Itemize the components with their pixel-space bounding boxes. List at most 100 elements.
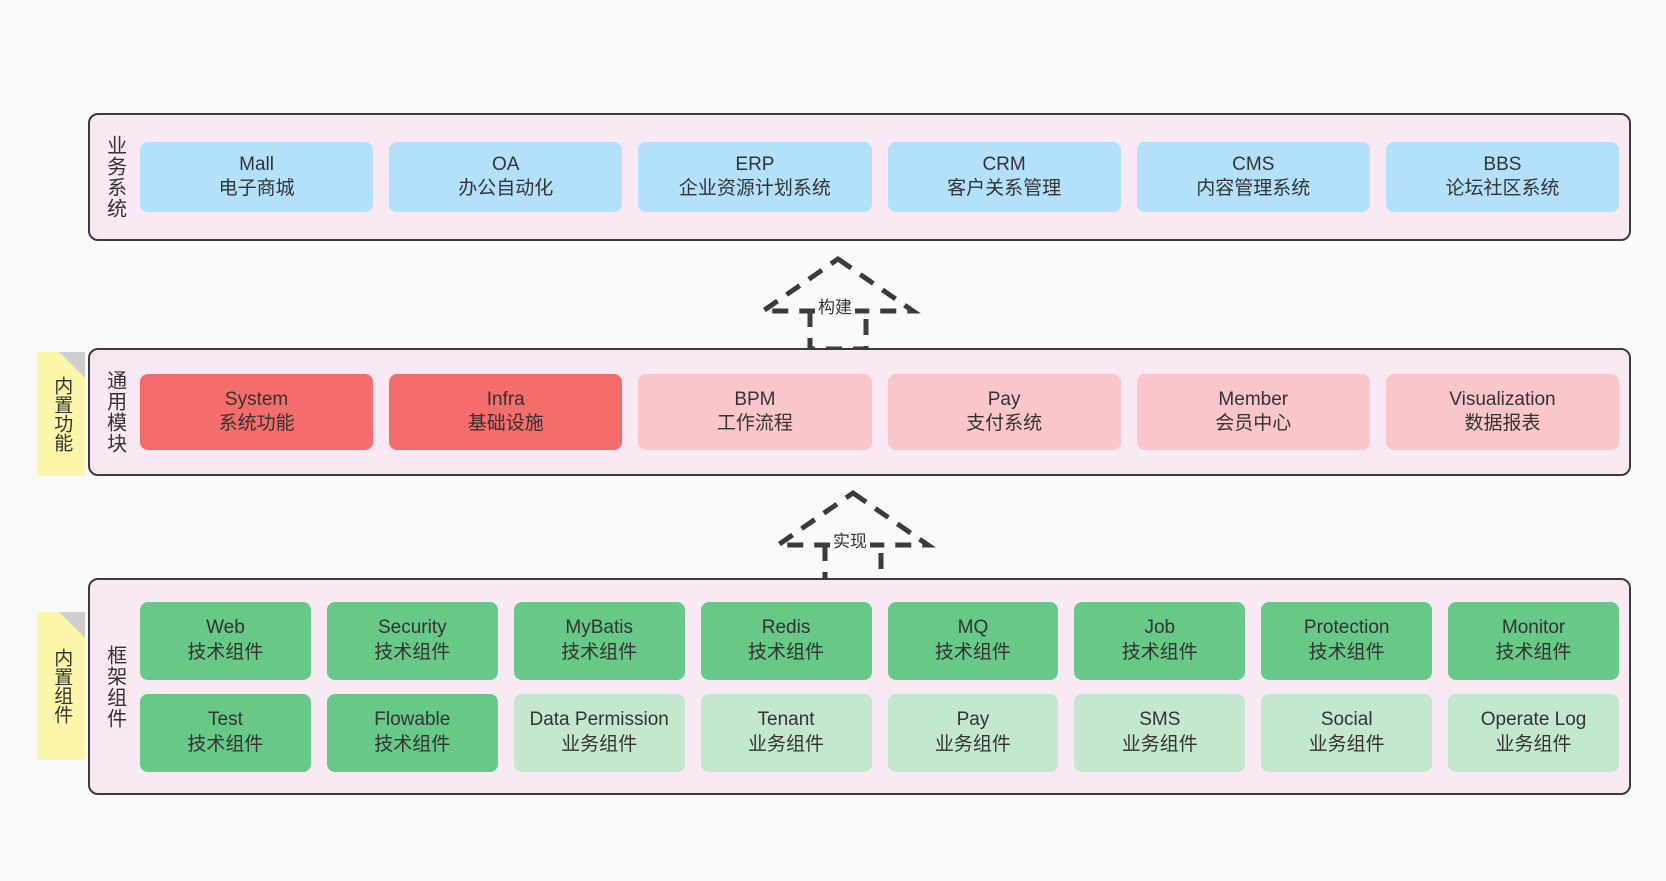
node-title-en: Visualization <box>1449 388 1556 410</box>
node-title-cn: 业务组件 <box>748 733 825 755</box>
node-visualization[interactable]: Visualization 数据报表 <box>1385 374 1620 450</box>
node-tenant[interactable]: Tenant 业务组件 <box>700 693 872 772</box>
node-title-en: Flowable <box>374 709 451 731</box>
node-title-en: Monitor <box>1501 617 1566 639</box>
node-title-cn: 业务组件 <box>934 733 1011 755</box>
node-title-cn: 支付系统 <box>966 413 1043 434</box>
node-title-en: Redis <box>761 617 811 639</box>
node-title-en: Job <box>1144 617 1176 639</box>
node-title-en: Data Permission <box>529 709 669 731</box>
node-title-cn: 企业资源计划系统 <box>678 178 831 199</box>
node-title-en: OA <box>492 153 520 175</box>
node-title-cn: 系统功能 <box>218 413 295 434</box>
node-erp[interactable]: ERP 企业资源计划系统 <box>638 142 872 212</box>
node-protection[interactable]: Protection 技术组件 <box>1261 601 1433 680</box>
node-title-cn: 业务组件 <box>561 733 638 755</box>
node-title-en: Operate Log <box>1480 709 1587 731</box>
node-title-cn: 基础设施 <box>467 413 544 434</box>
layer-title-business-system: 业务系统 <box>103 135 126 219</box>
connector-build-label: 构建 <box>815 293 855 318</box>
node-mq[interactable]: MQ 技术组件 <box>887 601 1059 680</box>
sticky-note-builtin-components: 内置组件 <box>37 612 85 760</box>
node-title-cn: 会员中心 <box>1215 413 1292 434</box>
layer-common-modules: 通用模块 System 系统功能 Infra 基础设施 BPM 工作流程 Pay… <box>88 348 1631 476</box>
node-infra[interactable]: Infra 基础设施 <box>389 374 623 450</box>
node-title-en: MQ <box>957 617 989 639</box>
node-title-cn: 论坛社区系统 <box>1445 178 1560 199</box>
node-title-en: Protection <box>1303 617 1390 639</box>
node-cms[interactable]: CMS 内容管理系统 <box>1136 142 1370 212</box>
node-title-cn: 业务组件 <box>1121 733 1198 755</box>
node-flowable[interactable]: Flowable 技术组件 <box>326 693 498 772</box>
node-title-cn: 办公自动化 <box>458 178 554 199</box>
layer-framework-components: 框架组件 Web 技术组件 Security 技术组件 MyBatis 技术组件… <box>88 578 1631 795</box>
node-title-en: Pay <box>987 388 1021 410</box>
node-title-cn: 技术组件 <box>1308 641 1385 663</box>
connector-build: 构建 <box>753 253 923 353</box>
node-title-en: Social <box>1320 709 1373 731</box>
node-title-en: System <box>224 388 289 410</box>
node-sms[interactable]: SMS 业务组件 <box>1074 693 1246 772</box>
node-title-en: BPM <box>734 388 776 410</box>
layer-title-framework-components: 框架组件 <box>103 644 126 729</box>
node-social[interactable]: Social 业务组件 <box>1261 693 1433 772</box>
node-title-en: Tenant <box>757 709 815 731</box>
node-oa[interactable]: OA 办公自动化 <box>389 142 623 212</box>
layer-row: Mall 电子商城 OA 办公自动化 ERP 企业资源计划系统 CRM 客户关系… <box>140 142 1620 212</box>
node-title-en: Security <box>377 617 447 639</box>
layer-business-system: 业务系统 Mall 电子商城 OA 办公自动化 ERP 企业资源计划系统 CRM… <box>88 113 1631 241</box>
layer-row: Web 技术组件 Security 技术组件 MyBatis 技术组件 Redi… <box>140 601 1619 680</box>
layer-body-framework-components: Web 技术组件 Security 技术组件 MyBatis 技术组件 Redi… <box>132 590 1619 783</box>
node-title-cn: 技术组件 <box>187 733 264 755</box>
layer-body-business-system: Mall 电子商城 OA 办公自动化 ERP 企业资源计划系统 CRM 客户关系… <box>132 125 1620 229</box>
node-title-cn: 客户关系管理 <box>947 178 1062 199</box>
node-title-en: Web <box>206 617 245 639</box>
node-title-cn: 业务组件 <box>1495 733 1572 755</box>
connector-implement-label: 实现 <box>830 527 870 552</box>
node-system[interactable]: System 系统功能 <box>140 374 374 450</box>
node-title-cn: 电子商城 <box>218 178 295 199</box>
node-crm[interactable]: CRM 客户关系管理 <box>887 142 1121 212</box>
node-pay-module[interactable]: Pay 支付系统 <box>887 374 1121 450</box>
node-member[interactable]: Member 会员中心 <box>1136 374 1370 450</box>
node-title-cn: 数据报表 <box>1464 413 1541 434</box>
sticky-note-label: 内置功能 <box>51 376 73 452</box>
node-web[interactable]: Web 技术组件 <box>140 601 311 680</box>
node-operate-log[interactable]: Operate Log 业务组件 <box>1448 693 1619 772</box>
sticky-note-label: 内置组件 <box>51 648 73 724</box>
node-title-en: ERP <box>735 153 775 175</box>
node-mybatis[interactable]: MyBatis 技术组件 <box>513 601 685 680</box>
connector-implement: 实现 <box>768 487 938 587</box>
node-title-cn: 技术组件 <box>561 641 638 663</box>
node-title-en: MyBatis <box>565 617 633 639</box>
node-bpm[interactable]: BPM 工作流程 <box>638 374 872 450</box>
node-pay-component[interactable]: Pay 业务组件 <box>887 693 1059 772</box>
node-title-cn: 技术组件 <box>187 641 264 663</box>
node-title-en: Pay <box>956 709 990 731</box>
node-title-cn: 技术组件 <box>374 733 451 755</box>
layer-body-common-modules: System 系统功能 Infra 基础设施 BPM 工作流程 Pay 支付系统… <box>132 360 1620 464</box>
node-title-cn: 技术组件 <box>374 641 451 663</box>
node-redis[interactable]: Redis 技术组件 <box>700 601 872 680</box>
sticky-note-builtin-features: 内置功能 <box>37 352 85 476</box>
node-title-en: BBS <box>1483 153 1522 175</box>
node-title-en: Member <box>1218 388 1289 410</box>
node-monitor[interactable]: Monitor 技术组件 <box>1448 601 1619 680</box>
node-title-en: CMS <box>1232 153 1275 175</box>
node-test[interactable]: Test 技术组件 <box>140 693 311 772</box>
node-title-cn: 内容管理系统 <box>1196 178 1311 199</box>
node-mall[interactable]: Mall 电子商城 <box>140 142 374 212</box>
node-title-cn: 业务组件 <box>1308 733 1385 755</box>
layer-row: System 系统功能 Infra 基础设施 BPM 工作流程 Pay 支付系统… <box>140 374 1620 450</box>
node-title-en: CRM <box>982 153 1026 175</box>
node-job[interactable]: Job 技术组件 <box>1074 601 1246 680</box>
node-title-cn: 技术组件 <box>1121 641 1198 663</box>
node-bbs[interactable]: BBS 论坛社区系统 <box>1385 142 1620 212</box>
node-title-en: SMS <box>1139 709 1181 731</box>
node-title-en: Test <box>208 709 243 731</box>
node-title-cn: 技术组件 <box>934 641 1011 663</box>
layer-row: Test 技术组件 Flowable 技术组件 Data Permission … <box>140 693 1619 772</box>
node-security[interactable]: Security 技术组件 <box>326 601 498 680</box>
node-data-permission[interactable]: Data Permission 业务组件 <box>513 693 685 772</box>
